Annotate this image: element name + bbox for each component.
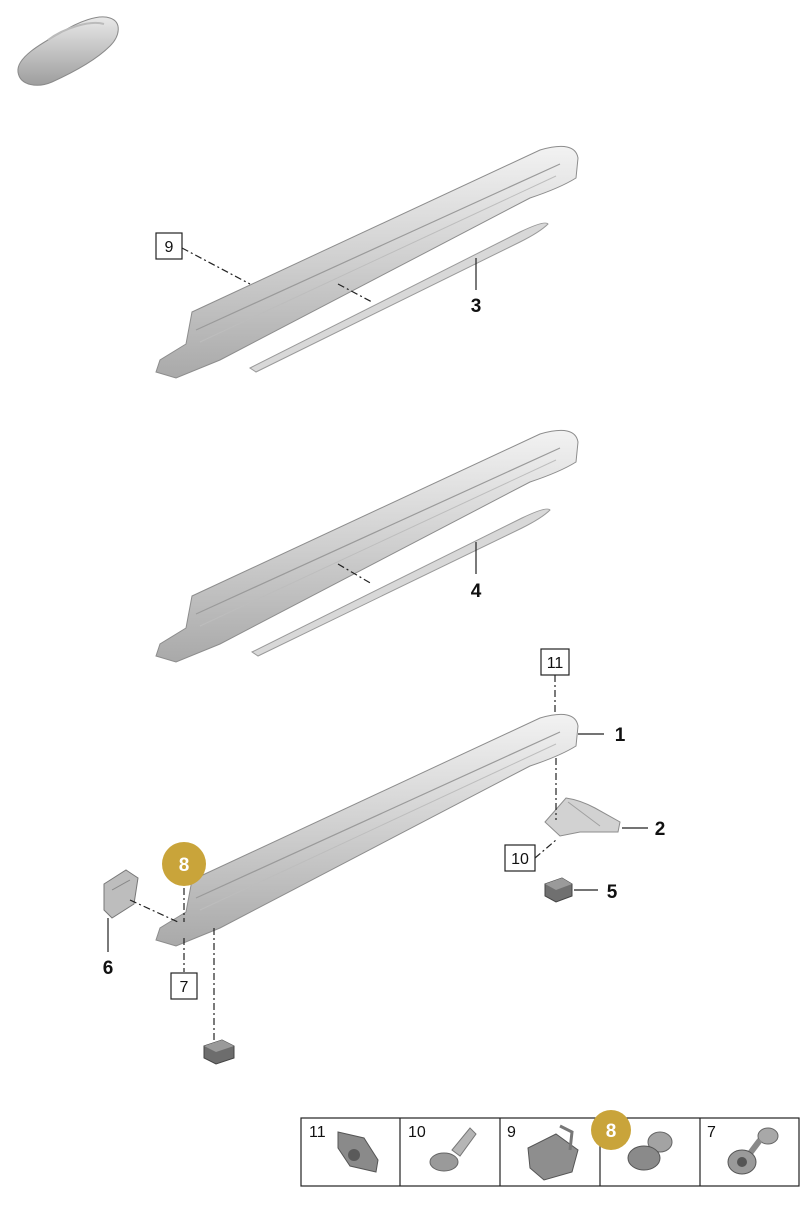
trim-strip-3 — [249, 222, 549, 373]
label-3: 3 — [471, 296, 482, 317]
label-11: 11 — [547, 655, 564, 672]
car-thumbnail-icon — [17, 16, 119, 86]
legend-cell-label-11: 11 — [309, 1124, 326, 1141]
legend-cell-label-10: 10 — [408, 1124, 426, 1141]
label-9: 9 — [165, 239, 174, 256]
clip-part-5 — [544, 877, 573, 903]
label-1: 1 — [615, 725, 626, 746]
leader-9 — [181, 247, 251, 285]
label-box-7 — [170, 972, 198, 1000]
label-4: 4 — [471, 581, 482, 602]
label-10: 10 — [511, 851, 529, 868]
nut-part — [203, 1039, 235, 1065]
label-box-10 — [504, 844, 536, 872]
side-sill-panel-middle — [155, 429, 579, 663]
leader-6-dash — [129, 899, 179, 923]
bracket-part-2 — [544, 797, 621, 837]
rivet-7-icon — [727, 1127, 779, 1175]
clip-nut-11-icon — [337, 1131, 379, 1173]
leader-10 — [534, 839, 557, 859]
leader-3-dash — [337, 283, 373, 303]
label-5: 5 — [607, 882, 618, 903]
screw-10-icon — [429, 1127, 477, 1172]
legend-cell-label-9: 9 — [507, 1124, 516, 1141]
end-cap-part-6 — [103, 869, 139, 919]
clip-9-icon — [527, 1124, 579, 1181]
leader-4-dash — [337, 563, 373, 585]
legend-cell-label-7: 7 — [707, 1124, 716, 1141]
label-8: 8 — [179, 855, 190, 876]
label-box-9 — [155, 232, 183, 260]
side-sill-panel-upper — [155, 145, 579, 379]
highlight-circle-8 — [162, 842, 206, 886]
label-2: 2 — [655, 819, 666, 840]
label-6: 6 — [103, 958, 114, 979]
side-sill-panel-lower — [155, 713, 579, 947]
plug-8-icon — [627, 1131, 673, 1171]
label-7: 7 — [180, 979, 189, 996]
legend-cell-label-8: 8 — [606, 1121, 617, 1142]
fastener-legend-table: 11 10 9 8 7 — [300, 1110, 800, 1187]
legend-highlight-8 — [591, 1110, 631, 1150]
